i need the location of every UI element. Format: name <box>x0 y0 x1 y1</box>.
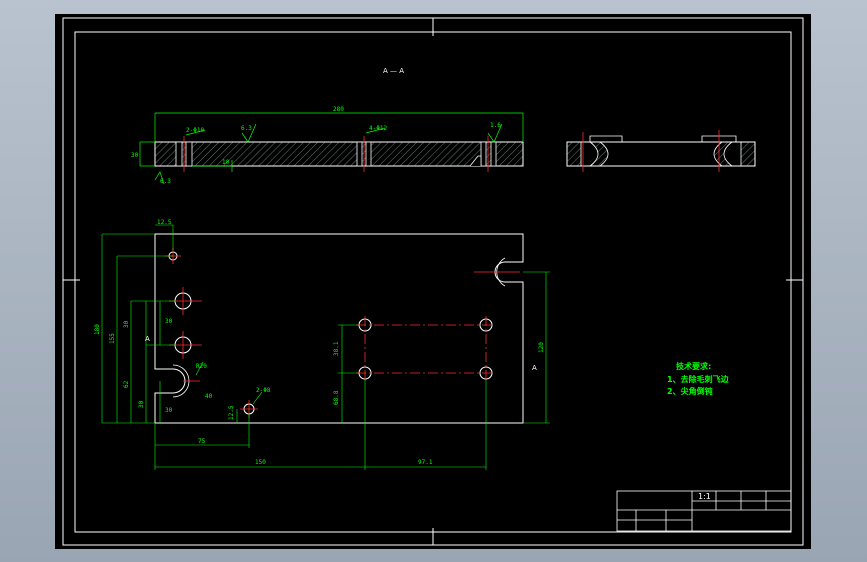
section-step <box>455 155 482 167</box>
roughness-2: 1.6 <box>490 122 501 129</box>
dim-right-120: 120 <box>538 342 545 353</box>
dim-30d: 30 <box>165 407 173 414</box>
dim-width-150: 150 <box>255 459 266 466</box>
dim-30b: 30 <box>165 318 173 325</box>
section-arrow-right: A <box>532 364 537 372</box>
dim-38-1: 38.1 <box>333 341 340 356</box>
dim-30c: 30 <box>138 400 145 408</box>
dim-30a: 30 <box>123 320 130 328</box>
dim-height-180: 180 <box>94 324 101 335</box>
dim-top-offset: 12.5 <box>157 219 172 226</box>
section-hole-1 <box>175 141 183 167</box>
dim-68-8: 68.8 <box>333 390 340 405</box>
section-hole-5 <box>480 141 487 167</box>
section-view: 280 30 2-Φ10 4-Φ12 6.3 1.6 6.3 10 <box>131 106 524 185</box>
dim-12-5: 12.5 <box>228 405 235 420</box>
section-hole-2 <box>185 141 193 167</box>
dim-hole-8: 2-Φ8 <box>256 387 271 394</box>
section-hole-4 <box>365 141 372 167</box>
dim-height-155: 155 <box>109 333 116 344</box>
dim-62: 62 <box>123 380 130 388</box>
side-view <box>566 130 756 172</box>
dim-width-75: 75 <box>198 438 206 445</box>
section-arrow-left: A <box>145 335 150 343</box>
dim-thickness: 30 <box>131 152 139 159</box>
section-label: A — A <box>383 67 404 75</box>
dim-overall-length: 280 <box>333 106 344 113</box>
notes-title: 技术要求: <box>676 361 711 371</box>
section-hole-3 <box>356 141 363 167</box>
dim-slot-radius: R20 <box>196 363 207 370</box>
notes-item-2: 2、尖角倒钝 <box>667 386 713 396</box>
section-body <box>154 141 524 167</box>
model-space <box>55 14 811 549</box>
dim-small: 10 <box>222 159 230 166</box>
title-block-scale: 1:1 <box>698 492 711 501</box>
title-block <box>616 490 792 532</box>
plan-view: 12.5 180 155 30 30 62 30 30 R20 2-Φ8 12.… <box>94 219 550 470</box>
roughness-1: 6.3 <box>241 125 252 132</box>
roughness-3: 6.3 <box>160 178 171 185</box>
dim-width-97: 97.1 <box>418 459 433 466</box>
centering-marks <box>63 18 803 545</box>
notes-item-1: 1、去除毛刺飞边 <box>667 374 730 384</box>
dim-40: 40 <box>205 393 213 400</box>
dim-hole-10: 2-Φ10 <box>186 127 204 134</box>
section-hole-6 <box>490 141 497 167</box>
dim-hole-12: 4-Φ12 <box>369 125 387 132</box>
